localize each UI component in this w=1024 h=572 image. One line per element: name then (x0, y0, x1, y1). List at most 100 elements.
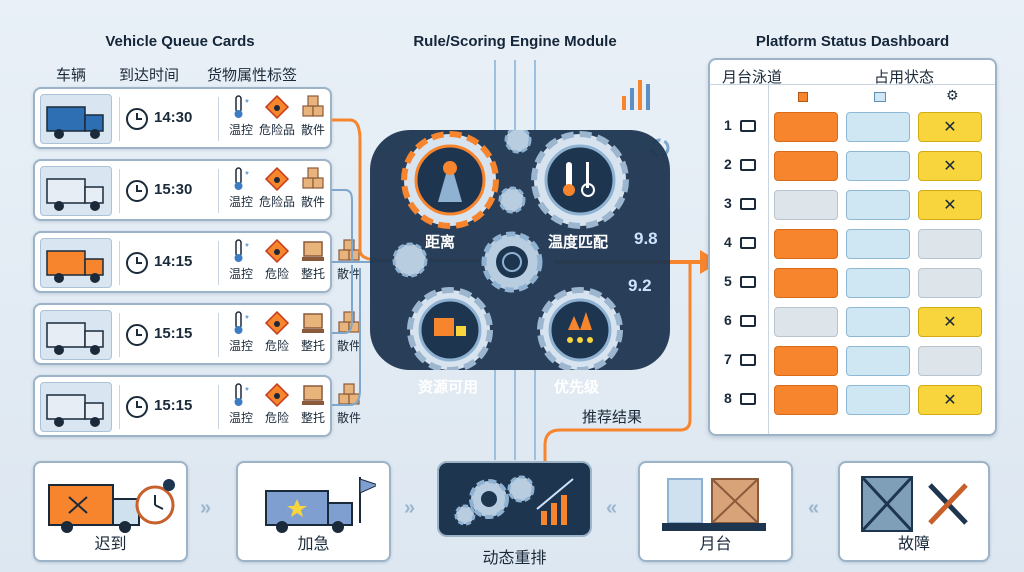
vehicle-card[interactable]: 14:30*温控危险品散件 (33, 87, 332, 149)
cargo-tag: *温控 (225, 93, 257, 138)
cargo-tag: 危险 (261, 381, 293, 426)
urgent-truck-icon (265, 477, 376, 533)
status-cell-blue (846, 112, 910, 142)
cargo-tag: 散件 (333, 309, 365, 354)
wrench-icon: ✕ (943, 197, 957, 214)
cargo-tag: *温控 (225, 381, 257, 426)
arrival-time: 15:15 (119, 313, 219, 357)
vehicle-card[interactable]: 15:15*温控危险整托散件 (33, 375, 361, 437)
dock-number: 3 (724, 195, 732, 211)
dock-icon (740, 159, 756, 171)
status-cell-orange (774, 385, 838, 415)
platform-label: 月台 (699, 536, 732, 553)
cargo-tag-label: 散件 (336, 267, 361, 281)
dock-lane-row[interactable]: 6✕ (710, 303, 995, 341)
dock-lane-row[interactable]: 5 (710, 264, 995, 302)
dock-number: 7 (724, 351, 732, 367)
boxes-icon (338, 311, 360, 333)
cargo-tag: 散件 (333, 381, 365, 426)
vehicle-card[interactable]: 14:15*温控危险整托散件 (33, 231, 361, 293)
truck-icon (40, 238, 112, 288)
status-cell-orange (774, 112, 838, 142)
arrival-time: 14:15 (119, 241, 219, 285)
col-tags: 货物属性标签 (207, 67, 298, 84)
svg-text:*: * (245, 242, 249, 253)
status-cell-blue (846, 385, 910, 415)
cargo-tag-label: 危险 (264, 411, 289, 425)
status-cell-blue (846, 346, 910, 376)
hazard-icon (264, 382, 290, 408)
status-cell-gray (918, 229, 982, 259)
dock-icon (740, 237, 756, 249)
urgent-label: 加急 (297, 536, 330, 553)
cargo-tag-label: 温控 (228, 411, 253, 425)
thermometer-icon: * (234, 95, 249, 118)
cargo-tag: *温控 (225, 165, 257, 210)
dock-lane-row[interactable]: 8✕ (710, 381, 995, 419)
dock-icon (740, 354, 756, 366)
dashboard-title: Platform Status Dashboard (755, 33, 950, 50)
status-cell-gray (774, 190, 838, 220)
thermometer-icon: * (234, 311, 249, 334)
truck-icon (40, 166, 112, 216)
status-cell-yellow: ✕ (918, 307, 982, 337)
cargo-tags: *温控危险品散件 (225, 93, 329, 138)
arrow-left-icon: « (808, 497, 820, 519)
truck-icon (40, 94, 112, 144)
cargo-tags: *温控危险整托散件 (225, 237, 365, 282)
cargo-tag-label: 危险 (264, 267, 289, 281)
cargo-tag: 散件 (297, 165, 329, 210)
cargo-tag-label: 散件 (300, 195, 325, 209)
engine-gears (392, 130, 629, 370)
arrival-time-value: 15:15 (154, 325, 193, 342)
fault-tools-icon (860, 475, 968, 533)
truck-icon (40, 310, 112, 360)
hazard-icon (264, 310, 290, 336)
late-label: 迟到 (94, 536, 127, 553)
dock-lane-row[interactable]: 2✕ (710, 147, 995, 185)
arrival-time: 15:30 (119, 169, 219, 213)
status-cell-yellow: ✕ (918, 151, 982, 181)
cargo-tags: *温控危险品散件 (225, 165, 329, 210)
dock-number: 1 (724, 117, 732, 133)
score-b: 9.2 (628, 276, 652, 295)
lane-divider (768, 84, 769, 434)
late-card: 迟到 (33, 461, 188, 562)
late-truck-icon (48, 479, 175, 533)
status-cell-orange (774, 151, 838, 181)
cargo-tag: 危险 (261, 237, 293, 282)
cargo-tag-label: 危险 (264, 339, 289, 353)
dock-lane-row[interactable]: 7 (710, 342, 995, 380)
status-cell-blue (846, 307, 910, 337)
cargo-tag-label: 危险品 (258, 123, 295, 137)
arrival-time: 14:30 (119, 97, 219, 141)
wrench-icon: ✕ (943, 314, 957, 331)
arrival-time-value: 15:15 (154, 397, 193, 414)
status-cell-orange (774, 268, 838, 298)
cargo-tag: 整托 (297, 237, 329, 282)
status-cell-gray (774, 307, 838, 337)
dock-icon (740, 315, 756, 327)
status-cell-gray (918, 346, 982, 376)
pallet-box-icon (302, 313, 324, 333)
engine-title: Rule/Scoring Engine Module (413, 33, 617, 50)
status-cell-yellow: ✕ (918, 190, 982, 220)
header-divider (710, 84, 995, 85)
arrow-right-icon: » (404, 497, 416, 519)
vehicle-card[interactable]: 15:30*温控危险品散件 (33, 159, 332, 221)
dock-lane-row[interactable]: 4 (710, 225, 995, 263)
status-cell-blue (846, 151, 910, 181)
vehicle-card[interactable]: 15:15*温控危险整托散件 (33, 303, 361, 365)
col-arrival: 到达时间 (119, 67, 180, 84)
clock-icon (126, 252, 148, 274)
dock-lane-row[interactable]: 3✕ (710, 186, 995, 224)
cargo-tag: 散件 (333, 237, 365, 282)
cargo-tag: 整托 (297, 309, 329, 354)
dock-lane-row[interactable]: 1✕ (710, 108, 995, 146)
boxes-icon (338, 239, 360, 261)
cargo-tag-label: 温控 (228, 195, 253, 209)
status-cell-blue (846, 268, 910, 298)
cargo-tag-label: 整托 (300, 339, 325, 353)
cargo-tag-label: 危险品 (258, 195, 295, 209)
dock-number: 4 (724, 234, 732, 250)
